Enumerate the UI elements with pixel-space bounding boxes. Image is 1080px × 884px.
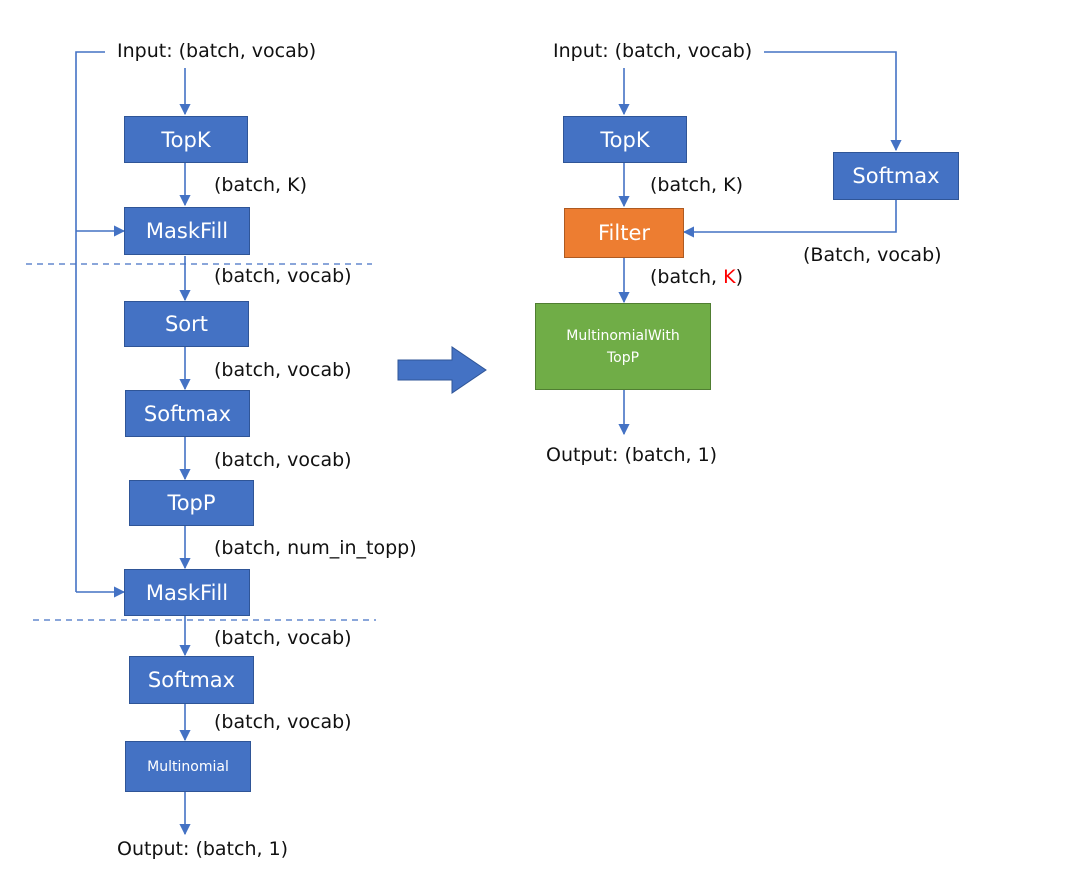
left-maskfill1-shape: (batch, vocab) — [214, 265, 352, 287]
right-input-label: Input: (batch, vocab) — [553, 40, 753, 62]
left-softmax2-shape: (batch, vocab) — [214, 711, 352, 733]
left-sort-shape: (batch, vocab) — [214, 359, 352, 381]
right-filter-shape-suffix: ) — [735, 266, 744, 288]
right-topk-box: TopK — [563, 116, 687, 163]
left-topp-shape: (batch, num_in_topp) — [214, 537, 417, 559]
left-softmax1-shape: (batch, vocab) — [214, 449, 352, 471]
right-topk-shape: (batch, K) — [650, 174, 744, 196]
left-topk-shape: (batch, K) — [214, 174, 308, 196]
transition-arrow — [397, 346, 487, 394]
left-multinomial-box: Multinomial — [125, 741, 251, 792]
right-filter-box: Filter — [564, 208, 684, 258]
left-softmax2-box: Softmax — [129, 656, 254, 704]
arrow-rinput-to-softmax — [764, 51, 902, 152]
right-softmax-shape: (Batch, vocab) — [803, 244, 942, 266]
left-sort-box: Sort — [124, 301, 249, 347]
right-filter-shape: (batch, K) — [650, 266, 743, 288]
right-softmax-box: Softmax — [833, 152, 959, 200]
left-topk-box: TopK — [124, 116, 248, 163]
left-maskfill2-box: MaskFill — [124, 569, 250, 616]
right-filter-shape-prefix: (batch, — [650, 266, 724, 288]
left-maskfill2-shape: (batch, vocab) — [214, 627, 352, 649]
right-multinomial-line1: MultinomialWith — [566, 327, 680, 344]
right-multinomial-topp-box: MultinomialWith TopP — [535, 303, 711, 390]
right-filter-shape-k: K — [723, 266, 736, 288]
left-input-label: Input: (batch, vocab) — [117, 40, 317, 62]
left-output-label: Output: (batch, 1) — [117, 838, 289, 860]
right-output-label: Output: (batch, 1) — [546, 444, 718, 466]
left-softmax1-box: Softmax — [125, 390, 250, 437]
right-multinomial-line2: TopP — [606, 349, 640, 366]
bypass-input-line — [75, 51, 105, 592]
left-maskfill1-box: MaskFill — [124, 207, 250, 255]
left-topp-box: TopP — [129, 480, 254, 526]
arrow-softmax-to-filter — [682, 200, 897, 238]
